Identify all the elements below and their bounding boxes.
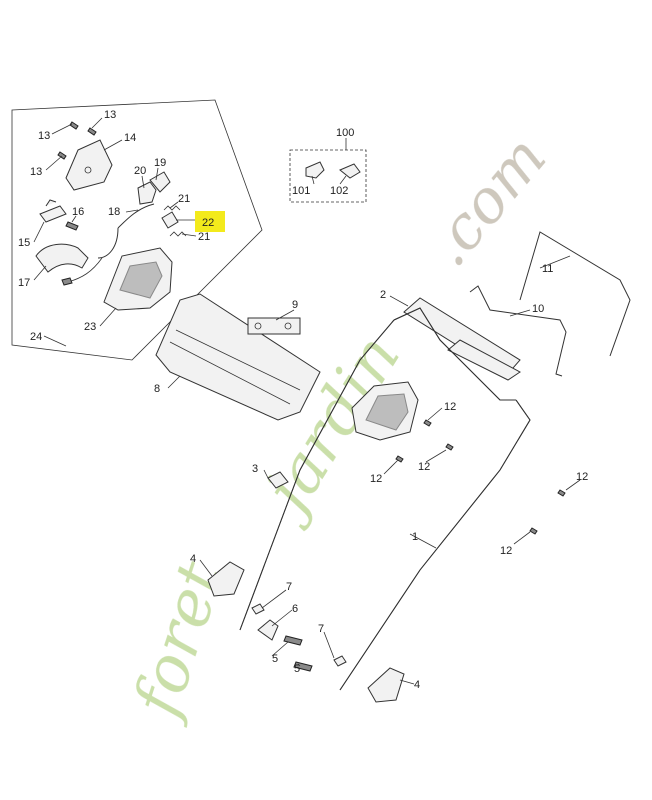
callout-13: 13 [30,166,42,178]
callout-5: 5 [294,663,300,675]
spring-21b [169,231,187,237]
housing-23-detail [119,261,163,299]
label-9 [247,317,301,335]
bolt-5a [283,635,303,646]
callout-100: 100 [336,127,354,139]
callout-1: 1 [412,531,418,543]
callout-15: 15 [18,237,30,249]
callout-101: 101 [292,185,310,197]
callout-10: 10 [532,303,544,315]
clamp-4-right [367,667,405,703]
callout-12: 12 [500,545,512,557]
callout-102: 102 [330,185,348,197]
label-9-icon2 [284,322,292,330]
callout-13: 13 [38,130,50,142]
callout-4: 4 [414,679,420,691]
callout-8: 8 [154,383,160,395]
callout-16: 16 [72,206,84,218]
bolt-16 [65,221,79,231]
callout-7: 7 [286,581,292,593]
knob-101 [305,161,325,179]
callout-20: 20 [134,165,146,177]
spacer-7b [333,655,347,667]
callout-23: 23 [84,321,96,333]
cable-end [61,277,73,286]
watermark-text-com: .com [413,123,560,280]
callout-2: 2 [380,289,386,301]
callout-13: 13 [104,109,116,121]
knob-102 [339,163,361,179]
watermark: foret jardin .com [119,123,561,729]
grip-segment [447,339,521,381]
label-9-icon [254,322,262,330]
callout-12: 12 [370,473,382,485]
callout-5: 5 [272,653,278,665]
callout-3: 3 [252,463,258,475]
callout-21: 21 [198,231,210,243]
rod-10 [469,285,567,377]
highlight-22 [195,211,225,232]
handle-1 [239,307,531,691]
screw-13 [57,121,97,160]
catcher-ridge [169,329,301,405]
screw-12 [395,419,566,535]
callout-4: 4 [190,553,196,565]
lever-19 [149,171,171,193]
pawl-22 [161,211,179,229]
bail-17 [35,243,89,273]
callout-9: 9 [292,299,298,311]
callout-22: 22 [202,217,214,229]
clamp-4-left [207,561,245,597]
lever-20 [137,181,157,205]
callout-17: 17 [18,277,30,289]
callout-7: 7 [318,623,324,635]
handle-15 [39,199,67,223]
cable-18 [97,203,155,259]
bracket-14 [65,139,113,191]
callout-19: 19 [154,157,166,169]
spring-21a [163,205,181,211]
callout-6: 6 [292,603,298,615]
callout-12: 12 [418,461,430,473]
bail-11 [519,231,631,357]
callout-12: 12 [444,401,456,413]
spacer-7a [251,603,265,615]
grass-catcher-8 [155,293,321,421]
callout-21: 21 [178,193,190,205]
callout-12: 12 [576,471,588,483]
bracket-hole [84,166,92,174]
callout-14: 14 [124,132,136,144]
engine-bracket-detail [365,393,409,431]
inset-box-100 [289,149,367,203]
cam-6 [257,619,279,641]
knob-3 [267,471,289,489]
callout-11: 11 [542,263,553,275]
callout-18: 18 [108,206,120,218]
leader-lines [33,117,581,685]
callout-24: 24 [30,331,42,343]
